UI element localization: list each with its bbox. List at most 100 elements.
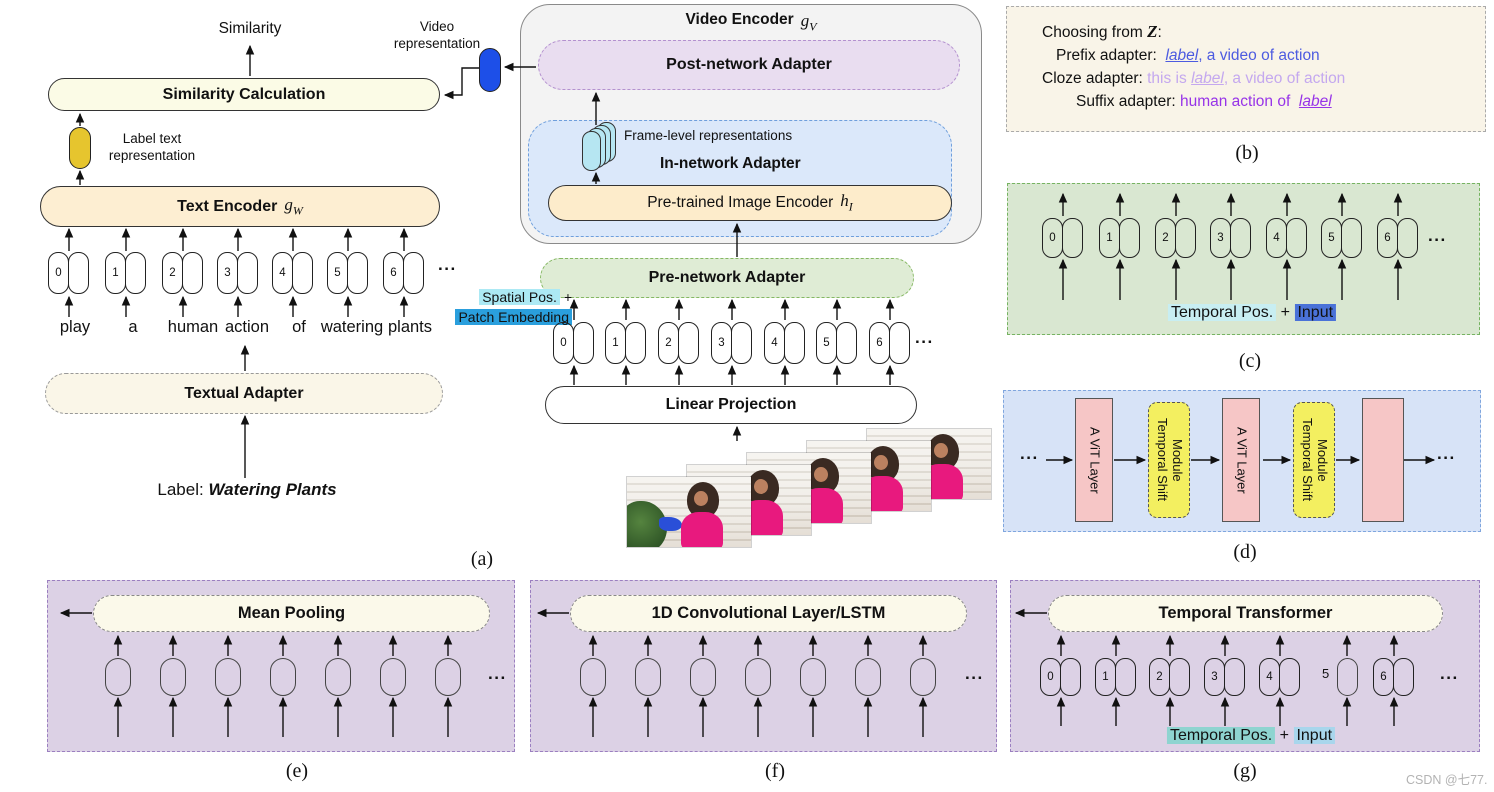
embedding-token-pill xyxy=(1062,218,1083,258)
token-pair: 6 xyxy=(1377,218,1419,258)
position-token-pill: 1 xyxy=(1099,218,1120,258)
prompt-word: action xyxy=(224,318,270,336)
prefix-rest: , a video of action xyxy=(1198,47,1320,64)
label-text-representation-label: Label text representation xyxy=(109,131,195,165)
token-pair: 6 xyxy=(1373,658,1415,696)
video-encoder-symbol: gV xyxy=(800,11,817,34)
token-pair: 3 xyxy=(217,252,259,294)
conv-lstm-label: 1D Convolutional Layer/LSTM xyxy=(651,604,886,622)
token-pair: 4 xyxy=(764,322,806,364)
label-placeholder: label xyxy=(1165,47,1199,64)
frame-pill xyxy=(690,658,716,696)
position-token-pill: 4 xyxy=(1266,218,1287,258)
token-pair: 2 xyxy=(658,322,700,364)
mean-pooling-block: Mean Pooling xyxy=(93,595,490,632)
embedding-token-pill xyxy=(68,252,89,294)
cloze-adapter-value: this is label, a video of action xyxy=(1147,70,1345,87)
prompt-word: a xyxy=(128,318,138,336)
frame-dress xyxy=(681,512,723,547)
frame-face xyxy=(694,491,708,506)
embedding-token-pill xyxy=(1224,658,1245,696)
caption-f: (f) xyxy=(765,760,785,782)
embedding-token-pill xyxy=(1286,218,1307,258)
position-token-pill: 3 xyxy=(1210,218,1231,258)
position-token-pill: 2 xyxy=(1149,658,1170,696)
embedding-token-pill xyxy=(889,322,910,364)
pretrained-image-encoder-symbol: hI xyxy=(840,191,853,214)
token-pair: 2 xyxy=(1149,658,1191,696)
token-pair: 5 xyxy=(816,322,858,364)
embedding-token-pill xyxy=(678,322,699,364)
position-token-pill: 3 xyxy=(711,322,732,364)
c-ellipsis: ... xyxy=(1428,226,1447,245)
embedding-token-pill xyxy=(1341,218,1362,258)
position-token-pill: 1 xyxy=(105,252,126,294)
class-label-value: Watering Plants xyxy=(208,480,337,499)
position-token-pill: 2 xyxy=(162,252,183,294)
pretrained-image-encoder-label: Pre-trained Image Encoder xyxy=(647,194,834,211)
label-placeholder: label xyxy=(1191,70,1224,87)
position-token-pill: 3 xyxy=(1204,658,1225,696)
plus-sign: + xyxy=(563,289,572,305)
c-temporal-pos-label: Temporal Pos. xyxy=(1167,304,1277,321)
video-representation-label: Video representation xyxy=(394,19,480,53)
patch-embedding-legend: Spatial Pos. + Patch Embedding xyxy=(452,288,572,327)
embedding-token-pill xyxy=(625,322,646,364)
similarity-output-label: Similarity xyxy=(218,20,282,37)
label-placeholder: label xyxy=(1298,93,1332,110)
token-pair: 0 xyxy=(1040,658,1082,696)
token-pair: 3 xyxy=(1210,218,1252,258)
g-temporal-pos-label: Temporal Pos. xyxy=(1166,727,1276,744)
d-ellipsis-left: ... xyxy=(1020,444,1039,463)
temporal-transformer-block: Temporal Transformer xyxy=(1048,595,1443,632)
position-token-pill: 4 xyxy=(764,322,785,364)
embedding-token-pill xyxy=(347,252,368,294)
token-number-text: 5 xyxy=(1322,666,1330,681)
frame-pill xyxy=(380,658,406,696)
token-pair: 1 xyxy=(105,252,147,294)
prefix-adapter-line: Prefix adapter: label, a video of action xyxy=(1056,47,1320,65)
textual-adapter-block: Textual Adapter xyxy=(45,373,443,414)
frame-pill xyxy=(105,658,131,696)
text-encoder-label: Text Encoder xyxy=(177,197,278,215)
position-token-pill: 6 xyxy=(1373,658,1394,696)
c-input-legend: Temporal Pos. + Input xyxy=(1167,304,1337,322)
e-ellipsis: ... xyxy=(488,664,507,683)
embedding-token-pill xyxy=(403,252,424,294)
position-token-pill: 4 xyxy=(272,252,293,294)
position-token-pill: 6 xyxy=(869,322,890,364)
frame-pill xyxy=(855,658,881,696)
frame-pill xyxy=(270,658,296,696)
d-ellipsis-right: ... xyxy=(1437,444,1456,463)
video-representation-pill xyxy=(479,48,501,92)
frame-can xyxy=(659,517,682,531)
mean-pooling-label: Mean Pooling xyxy=(237,604,346,622)
vit-layer-label: A ViT Layer xyxy=(1234,426,1250,494)
choosing-from-text: Choosing from xyxy=(1042,24,1143,41)
token-pair: 5 xyxy=(327,252,369,294)
embedding-token-pill xyxy=(1279,658,1300,696)
cloze-rest: , a video of action xyxy=(1223,70,1346,87)
token-pair: 0 xyxy=(553,322,595,364)
empty-layer-block xyxy=(1362,398,1404,522)
position-token-pill: 0 xyxy=(1040,658,1061,696)
caption-d: (d) xyxy=(1233,541,1257,563)
token-pair: 2 xyxy=(162,252,204,294)
token-pair: 0 xyxy=(48,252,90,294)
cloze-adapter-name: Cloze adapter: xyxy=(1042,70,1143,87)
frame-pill xyxy=(800,658,826,696)
position-token-pill: 6 xyxy=(1377,218,1398,258)
plus-sign: + xyxy=(1280,304,1291,321)
vit-layer-block-2: A ViT Layer xyxy=(1222,398,1260,522)
embedding-token-pill xyxy=(1393,658,1414,696)
frame-face xyxy=(874,455,888,470)
in-network-adapter-label: In-network Adapter xyxy=(660,155,801,172)
cloze-adapter-line: Cloze adapter: this is label, a video of… xyxy=(1042,70,1345,88)
linear-projection-label: Linear Projection xyxy=(665,396,797,413)
caption-b: (b) xyxy=(1235,142,1259,164)
position-token-pill: 0 xyxy=(553,322,574,364)
video-frame xyxy=(627,477,751,547)
prompt-word: plants xyxy=(387,318,433,336)
